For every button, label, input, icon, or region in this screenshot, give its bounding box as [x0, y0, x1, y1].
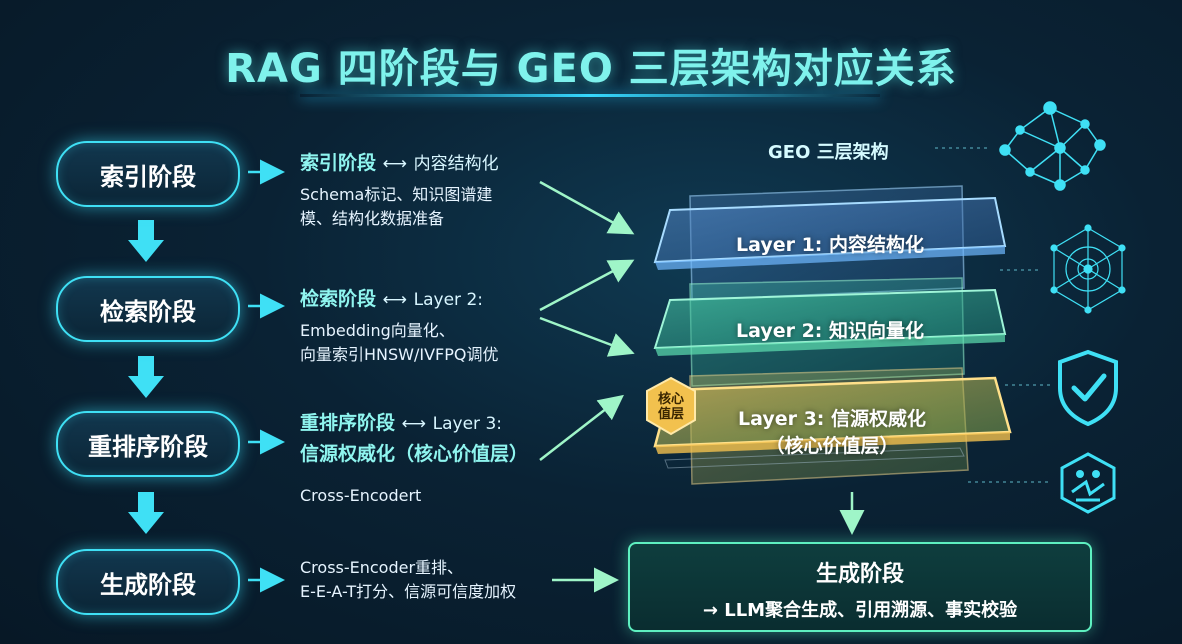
block-index-title: 索引阶段: [300, 152, 377, 174]
stage-rerank: 重排序阶段: [56, 411, 240, 477]
stage-index: 索引阶段: [56, 141, 240, 207]
generation-title: 生成阶段: [815, 562, 904, 587]
stage-retrieval: 检索阶段: [56, 276, 240, 342]
block-index-mapping: 内容结构化: [413, 154, 499, 174]
block-generation: Cross-Encoder重排、 E-E-A-T打分、信源可信度加权: [300, 556, 516, 604]
generation-subtitle: → LLM聚合生成、引用溯源、事实校验: [702, 600, 1018, 621]
layer-2-label: Layer 2: 知识向量化: [735, 320, 925, 342]
block-generation-body-line2: E-E-A-T打分、信源可信度加权: [300, 582, 517, 601]
block-retrieval-mapping: Layer 2:: [413, 290, 483, 310]
block-rerank-head-line2: 信源权威化（核心价值层）: [300, 443, 529, 465]
block-retrieval-head: 检索阶段 ⟷ Layer 2:: [300, 284, 498, 311]
block-retrieval-title: 检索阶段: [300, 288, 377, 310]
block-rerank-mapping: Layer 3:: [432, 414, 502, 434]
stage-retrieval-label: 检索阶段: [100, 297, 196, 326]
connector-lines: [539, 180, 865, 593]
layer-3-plate: [653, 367, 1012, 485]
stage-generation: 生成阶段: [56, 549, 240, 615]
geo-architecture-label: GEO 三层架构: [768, 142, 889, 163]
page-title: RAG 四阶段与 GEO 三层架构对应关系: [225, 46, 957, 92]
block-index-body-line2: 模、结构化数据准备: [300, 209, 445, 228]
block-retrieval-body-line2: 向量索引HNSW/IVFPQ调优: [300, 345, 499, 364]
stage-rerank-label: 重排序阶段: [88, 432, 208, 461]
block-index-head: 索引阶段 ⟷ 内容结构化: [300, 148, 499, 175]
layer-3-label: Layer 3: 信源权威化 （核心价值层）: [712, 404, 952, 458]
block-retrieval-body-line1: Embedding向量化、: [300, 321, 455, 340]
stage-index-label: 索引阶段: [100, 162, 196, 191]
globe-network-icon: [1050, 224, 1126, 314]
stage-generation-label: 生成阶段: [100, 570, 196, 599]
generation-box: 生成阶段 → LLM聚合生成、引用溯源、事实校验: [628, 542, 1092, 632]
stage-flow-arrows: [128, 220, 164, 534]
block-index: 索引阶段 ⟷ 内容结构化 Schema标记、知识图谱建 模、结构化数据准备: [300, 148, 499, 231]
block-rerank-body-line1: Cross-Encodert: [300, 486, 422, 505]
shield-check-icon: [1058, 349, 1118, 427]
stage-to-text-arrows: [248, 159, 285, 593]
layer-1-plate: [653, 185, 1007, 301]
layer-1-label: Layer 1: 内容结构化: [735, 234, 925, 256]
icon-connectors: [935, 147, 1050, 483]
layer-2-plate: [653, 277, 1007, 387]
block-rerank-title: 重排序阶段: [300, 412, 396, 434]
badge-hexagon: [646, 376, 696, 436]
core-value-badge: 核心 值层: [647, 380, 695, 434]
block-retrieval: 检索阶段 ⟷ Layer 2: Embedding向量化、 向量索引HNSW/I…: [300, 284, 498, 367]
bidirectional-arrow-icon: ⟷: [382, 154, 408, 174]
layer-3-label-line1: Layer 3: 信源权威化: [737, 408, 927, 430]
block-generation-body-line1: Cross-Encoder重排、: [300, 558, 464, 577]
bidirectional-arrow-icon: ⟷: [382, 290, 408, 310]
title-underline: [300, 94, 880, 97]
bidirectional-arrow-icon: ⟷: [401, 414, 427, 434]
badge-line2: 值层: [657, 407, 684, 422]
block-rerank-head: 重排序阶段 ⟷ Layer 3:: [300, 408, 528, 435]
badge-line1: 核心: [657, 392, 684, 407]
layer-3-label-line2: （核心价值层）: [765, 435, 899, 457]
block-index-body-line1: Schema标记、知识图谱建: [300, 185, 493, 204]
block-rerank: 重排序阶段 ⟷ Layer 3: 信源权威化（核心价值层） Cross-Enco…: [300, 408, 528, 508]
network-icon: [999, 101, 1106, 191]
community-icon: [1060, 452, 1116, 514]
